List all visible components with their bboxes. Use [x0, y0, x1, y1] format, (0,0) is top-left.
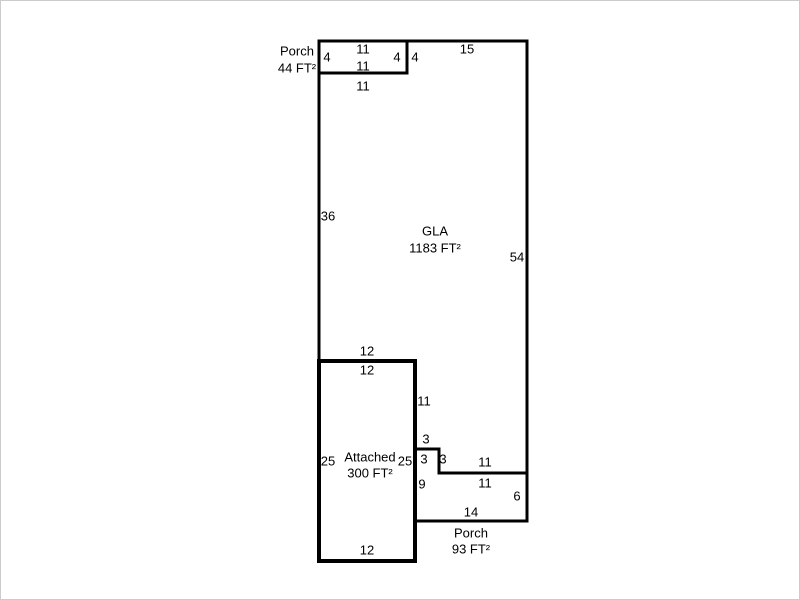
dim-porch-top-top: 11	[356, 42, 370, 57]
dim-gla-garage-wall: 11	[417, 394, 431, 409]
dim-gla-step-vertical: 3	[439, 452, 446, 467]
dim-garage-right: 25	[398, 454, 412, 469]
dim-garage-left: 25	[321, 454, 335, 469]
dim-gla-right: 54	[510, 250, 524, 265]
dim-porch-bottom-left: 9	[418, 477, 425, 492]
gla-name: GLA	[422, 224, 448, 239]
porch-top-area: 44 FT²	[278, 61, 317, 76]
room-outline-porch-bottom	[413, 447, 529, 523]
dim-gla-bottom: 11	[478, 455, 492, 470]
dim-porch-top-right: 4	[393, 50, 400, 65]
dim-garage-bottom: 12	[360, 543, 374, 558]
dim-gla-step-right: 4	[411, 50, 418, 65]
dim-gla-step-horizontal: 3	[422, 432, 429, 447]
gla-area: 1183 FT²	[409, 241, 461, 256]
garage-name: Attached	[344, 450, 395, 465]
dim-gla-left: 36	[321, 209, 335, 224]
porch-top-name: Porch	[280, 44, 314, 59]
dim-gla-top-left: 11	[356, 79, 370, 94]
dim-porch-bottom-right: 6	[513, 489, 520, 504]
porch-bottom-name: Porch	[454, 526, 488, 541]
room-outline-attached-garage	[317, 359, 417, 563]
dim-garage-top: 12	[360, 363, 374, 378]
dim-gla-top: 15	[460, 42, 474, 57]
dim-porch-top-left: 4	[323, 50, 330, 65]
dim-gla-bottom-left: 12	[360, 344, 374, 359]
dim-porch-bottom-notch: 3	[420, 452, 427, 467]
porch-bottom-area: 93 FT²	[452, 542, 491, 557]
garage-area: 300 FT²	[347, 466, 393, 481]
dim-porch-bottom-bottom: 14	[464, 505, 478, 520]
dim-porch-top-bottom: 11	[356, 59, 370, 74]
dim-porch-bottom-top: 11	[478, 476, 492, 491]
